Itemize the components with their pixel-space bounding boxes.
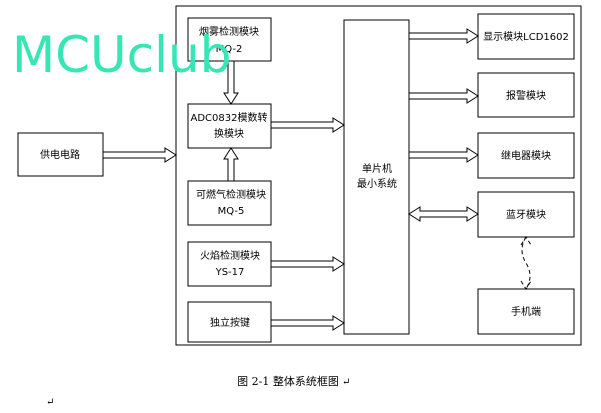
block-power: 供电电路 xyxy=(17,132,104,177)
arrow-adc-to-mcu xyxy=(270,117,345,133)
caption-paragraph-mark: ↵ xyxy=(342,377,350,388)
block-display: 显示模块LCD1602 xyxy=(477,13,575,60)
figure-caption: 图 2-1 整体系统框图 xyxy=(237,374,339,388)
block-alarm-title: 报警模块 xyxy=(506,89,546,102)
block-display-title: 显示模块LCD1602 xyxy=(483,31,569,43)
block-keys: 独立按键 xyxy=(187,301,272,343)
block-smoke-sensor-title: 烟雾检测模块 xyxy=(199,25,259,38)
arrow-mcu-bluetooth-bidirectional xyxy=(408,206,479,222)
arrow-mcu-to-display xyxy=(408,28,479,44)
arrow-mcu-to-alarm xyxy=(408,88,479,104)
block-power-title: 供电电路 xyxy=(40,148,80,161)
block-phone: 手机端 xyxy=(477,288,575,335)
arrow-mcu-to-relay xyxy=(408,147,479,163)
block-mcu: 单片机 最小系统 xyxy=(343,19,410,335)
block-adc-title: ADC0832模数转 xyxy=(191,111,268,124)
block-flame-sensor-model: YS-17 xyxy=(215,267,245,278)
paragraph-mark: ↵ xyxy=(46,397,54,408)
arrow-gas-to-adc xyxy=(223,147,239,182)
block-relay: 继电器模块 xyxy=(477,132,575,179)
block-bluetooth-title: 蓝牙模块 xyxy=(506,209,546,221)
block-smoke-sensor-model: MQ-2 xyxy=(216,44,243,55)
block-adc: ADC0832模数转 换模块 xyxy=(187,103,272,149)
block-gas-sensor-title: 可燃气检测模块 xyxy=(196,188,266,201)
block-mcu-title: 单片机 xyxy=(362,162,392,175)
arrow-flame-to-mcu xyxy=(270,256,345,272)
block-alarm: 报警模块 xyxy=(477,72,575,118)
block-phone-title: 手机端 xyxy=(511,305,541,318)
block-gas-sensor-model: MQ-5 xyxy=(218,206,245,217)
arrow-keys-to-mcu xyxy=(270,315,345,331)
block-mcu-subtitle: 最小系统 xyxy=(357,177,397,190)
block-gas-sensor: 可燃气检测模块 MQ-5 xyxy=(187,180,272,226)
arrow-smoke-to-adc xyxy=(223,60,239,105)
block-keys-title: 独立按键 xyxy=(210,316,250,329)
link-bluetooth-phone-wireless xyxy=(520,236,532,290)
arrow-power-to-system xyxy=(102,147,177,163)
block-bluetooth: 蓝牙模块 xyxy=(477,191,575,238)
block-flame-sensor-title: 火焰检测模块 xyxy=(200,249,260,262)
block-flame-sensor: 火焰检测模块 YS-17 xyxy=(187,241,272,287)
block-adc-subtitle: 换模块 xyxy=(214,127,244,140)
block-smoke-sensor: 烟雾检测模块 MQ-2 xyxy=(187,17,272,62)
block-relay-title: 继电器模块 xyxy=(501,149,551,162)
system-frame xyxy=(175,5,582,346)
watermark-mcuclub: MCUclub xyxy=(12,26,231,84)
